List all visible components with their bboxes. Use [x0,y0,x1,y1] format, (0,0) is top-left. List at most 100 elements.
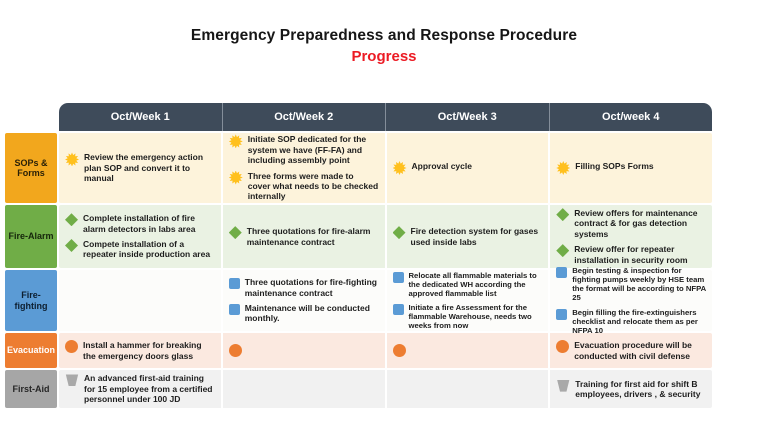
trapezoid-icon [557,379,570,392]
cell-first-aid-week3 [384,370,549,408]
task-text: An advanced first-aid training for 15 em… [84,373,213,405]
task-item: Review offer for repeater installation i… [556,244,706,265]
task-item: Begin filling the fire-extinguishers che… [556,308,706,335]
starburst-icon [65,152,79,167]
cell-sops-forms-week2: Initiate SOP dedicated for the system we… [220,133,385,203]
task-item [228,344,379,357]
task-text: Training for first aid for shift B emplo… [575,378,701,399]
cell-first-aid-week4: Training for first aid for shift B emplo… [548,370,712,408]
cell-evacuation-week4: Evacuation procedure will be conducted w… [548,333,712,368]
square-icon [392,271,404,283]
cell-evacuation-week3 [384,333,549,368]
task-item: Install a hammer for breaking the emerge… [65,340,215,361]
square-icon [556,267,568,279]
task-text: Install a hammer for breaking the emerge… [83,340,202,361]
row-cells-fire-fighting: Three quotations for fire-fighting maint… [59,266,712,335]
diamond-icon [228,226,242,240]
cell-fire-fighting-week3: Relocate all flammable materials to the … [384,270,549,331]
circle-icon [228,344,242,357]
task-text: Approval cycle [411,161,472,171]
diamond-icon [65,213,78,227]
cell-sops-forms-week3: Approval cycle [384,133,549,203]
trapezoid-icon [65,374,79,387]
task-item: Evacuation procedure will be conducted w… [556,340,706,361]
square-icon [392,304,404,315]
starburst-icon [556,161,571,175]
task-item: Review offers for maintenance contract &… [556,208,706,239]
circle-icon [65,340,78,354]
row-fire-fighting: Fire-fighting Three quotations for fire-f… [5,266,712,335]
row-cells-sops-forms: Review the emergency action plan SOP and… [59,133,712,203]
task-text: Fire detection system for gases used ins… [410,226,539,247]
task-text: Review offers for maintenance contract &… [574,208,698,239]
task-item: Review the emergency action plan SOP and… [65,152,215,183]
circle-icon [392,344,406,357]
page-title: Emergency Preparedness and Response Proc… [190,27,578,44]
task-item: Initiate SOP dedicated for the system we… [228,134,379,166]
task-text: Initiate a fire Assessment for the flamm… [408,303,532,331]
page-subtitle: Progress [351,48,417,65]
square-icon [556,308,568,320]
task-item: Compete installation of a repeater insid… [65,239,215,260]
task-item [392,344,543,357]
title-block: Emergency Preparedness and Response Proc… [0,27,768,65]
task-text: Review offer for repeater installation i… [574,244,688,265]
task-text: Three quotations for fire-alarm maintena… [246,226,371,247]
row-label-fire-fighting: Fire-fighting [5,270,57,331]
row-fire-alarm: Fire-Alarm Complete installation of fire … [5,205,712,268]
square-icon [228,304,240,315]
cell-fire-alarm-week2: Three quotations for fire-alarm maintena… [220,205,385,268]
task-item: Three quotations for fire-alarm maintena… [228,226,379,247]
task-text: Evacuation procedure will be conducted w… [574,340,692,361]
row-first-aid: First-Aid An advanced first-aid training … [5,370,712,408]
cell-fire-fighting-week4: Begin testing & inspection for fighting … [548,266,712,335]
task-item: Relocate all flammable materials to the … [392,271,543,298]
task-item: Three quotations for fire-fighting maint… [228,277,379,298]
cell-first-aid-week1: An advanced first-aid training for 15 em… [59,370,221,408]
column-header-week2: Oct/Week 2 [221,103,386,131]
row-label-sops-forms: SOPs & Forms [5,133,57,203]
cell-fire-fighting-week1 [59,270,221,331]
task-text: Initiate SOP dedicated for the system we… [247,134,367,166]
task-item: Begin testing & inspection for fighting … [556,266,706,302]
task-item: Training for first aid for shift B emplo… [556,379,706,400]
row-label-fire-alarm: Fire-Alarm [5,205,57,268]
task-item: Filling SOPs Forms [556,161,706,175]
column-header-week3: Oct/Week 3 [385,103,549,131]
cell-fire-fighting-week2: Three quotations for fire-fighting maint… [220,270,385,331]
cell-sops-forms-week1: Review the emergency action plan SOP and… [59,133,221,203]
diamond-icon [65,239,78,252]
cell-evacuation-week2 [220,333,385,368]
row-cells-evacuation: Install a hammer for breaking the emerge… [59,333,712,368]
cell-evacuation-week1: Install a hammer for breaking the emerge… [59,333,221,368]
task-text: Begin testing & inspection for fighting … [572,266,706,303]
starburst-icon [228,134,243,149]
row-sops-forms: SOPs & Forms Review the emergency action … [5,133,712,203]
diamond-icon [556,244,570,258]
task-item: Maintenance will be conducted monthly. [228,303,379,324]
diamond-icon [556,208,570,222]
row-label-first-aid: First-Aid [5,370,57,408]
task-item: An advanced first-aid training for 15 em… [65,373,215,404]
starburst-icon [228,170,243,185]
task-text: Begin filling the fire-extinguishers che… [572,307,698,335]
row-cells-fire-alarm: Complete installation of fire alarm dete… [59,205,712,268]
circle-icon [556,340,570,354]
task-text: Review the emergency action plan SOP and… [84,152,204,184]
task-item: Complete installation of fire alarm dete… [65,213,215,234]
task-text: Filling SOPs Forms [575,161,654,171]
task-item: Approval cycle [392,161,543,175]
starburst-icon [392,161,407,175]
task-text: Three quotations for fire-fighting maint… [244,277,377,298]
task-text: Maintenance will be conducted monthly. [244,303,370,324]
task-text: Complete installation of fire alarm dete… [83,213,196,234]
cell-fire-alarm-week1: Complete installation of fire alarm dete… [59,205,221,268]
table-rows: SOPs & Forms Review the emergency action … [5,133,712,408]
row-cells-first-aid: An advanced first-aid training for 15 em… [59,370,712,408]
diamond-icon [392,226,406,240]
task-text: Three forms were made to cover what need… [247,170,379,202]
